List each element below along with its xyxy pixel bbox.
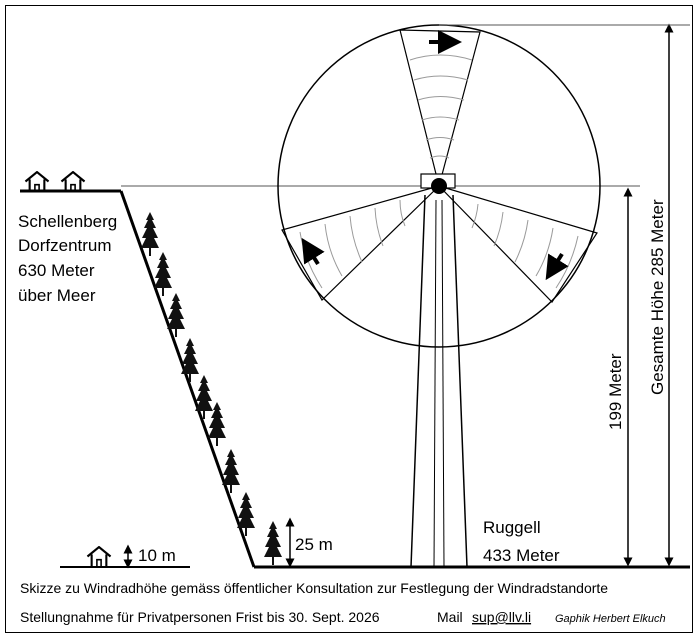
village-height: 630 Meter (18, 261, 95, 280)
dimension-lines (123, 23, 690, 569)
slope-line (119, 190, 256, 568)
tree-icon (195, 375, 213, 419)
total-height-label: Gesamte Höhe 285 Meter (648, 199, 667, 395)
blade-right (436, 184, 598, 303)
tree-icon (264, 521, 282, 565)
valley-height: 433 Meter (483, 546, 560, 565)
graphic-credit: Gaphik Herbert Elkuch (555, 613, 666, 625)
tree-icon (181, 338, 199, 382)
caption-line-2: Stellungnahme für Privatpersonen Frist b… (20, 609, 380, 625)
valley-name: Ruggell (483, 518, 541, 537)
house-icon (24, 171, 50, 192)
house-icon (86, 546, 112, 567)
diagram-frame (5, 5, 693, 633)
rotor-blades (281, 29, 598, 303)
forest (141, 212, 282, 565)
blade-left (281, 185, 440, 301)
blade-top (399, 29, 481, 187)
mail-label: Mail (437, 609, 463, 625)
tree-height-label: 25 m (295, 535, 333, 554)
village-name: Schellenberg (18, 212, 117, 231)
rotation-arrow-icon (301, 237, 325, 266)
village-height-unit: über Meer (18, 286, 96, 305)
caption-line-1: Skizze zu Windradhöhe gemäss öffentliche… (20, 580, 608, 596)
rotation-arrow-icon (545, 252, 569, 281)
tree-icon (141, 212, 159, 256)
house-height-label: 10 m (138, 546, 176, 565)
tower (410, 173, 468, 568)
terrain (20, 189, 690, 569)
house-icon (60, 171, 86, 192)
mail-link[interactable]: sup@llv.li (472, 609, 531, 625)
hub (431, 178, 447, 194)
hub-height-label: 199 Meter (606, 353, 625, 430)
village-subtitle: Dorfzentrum (18, 236, 112, 255)
